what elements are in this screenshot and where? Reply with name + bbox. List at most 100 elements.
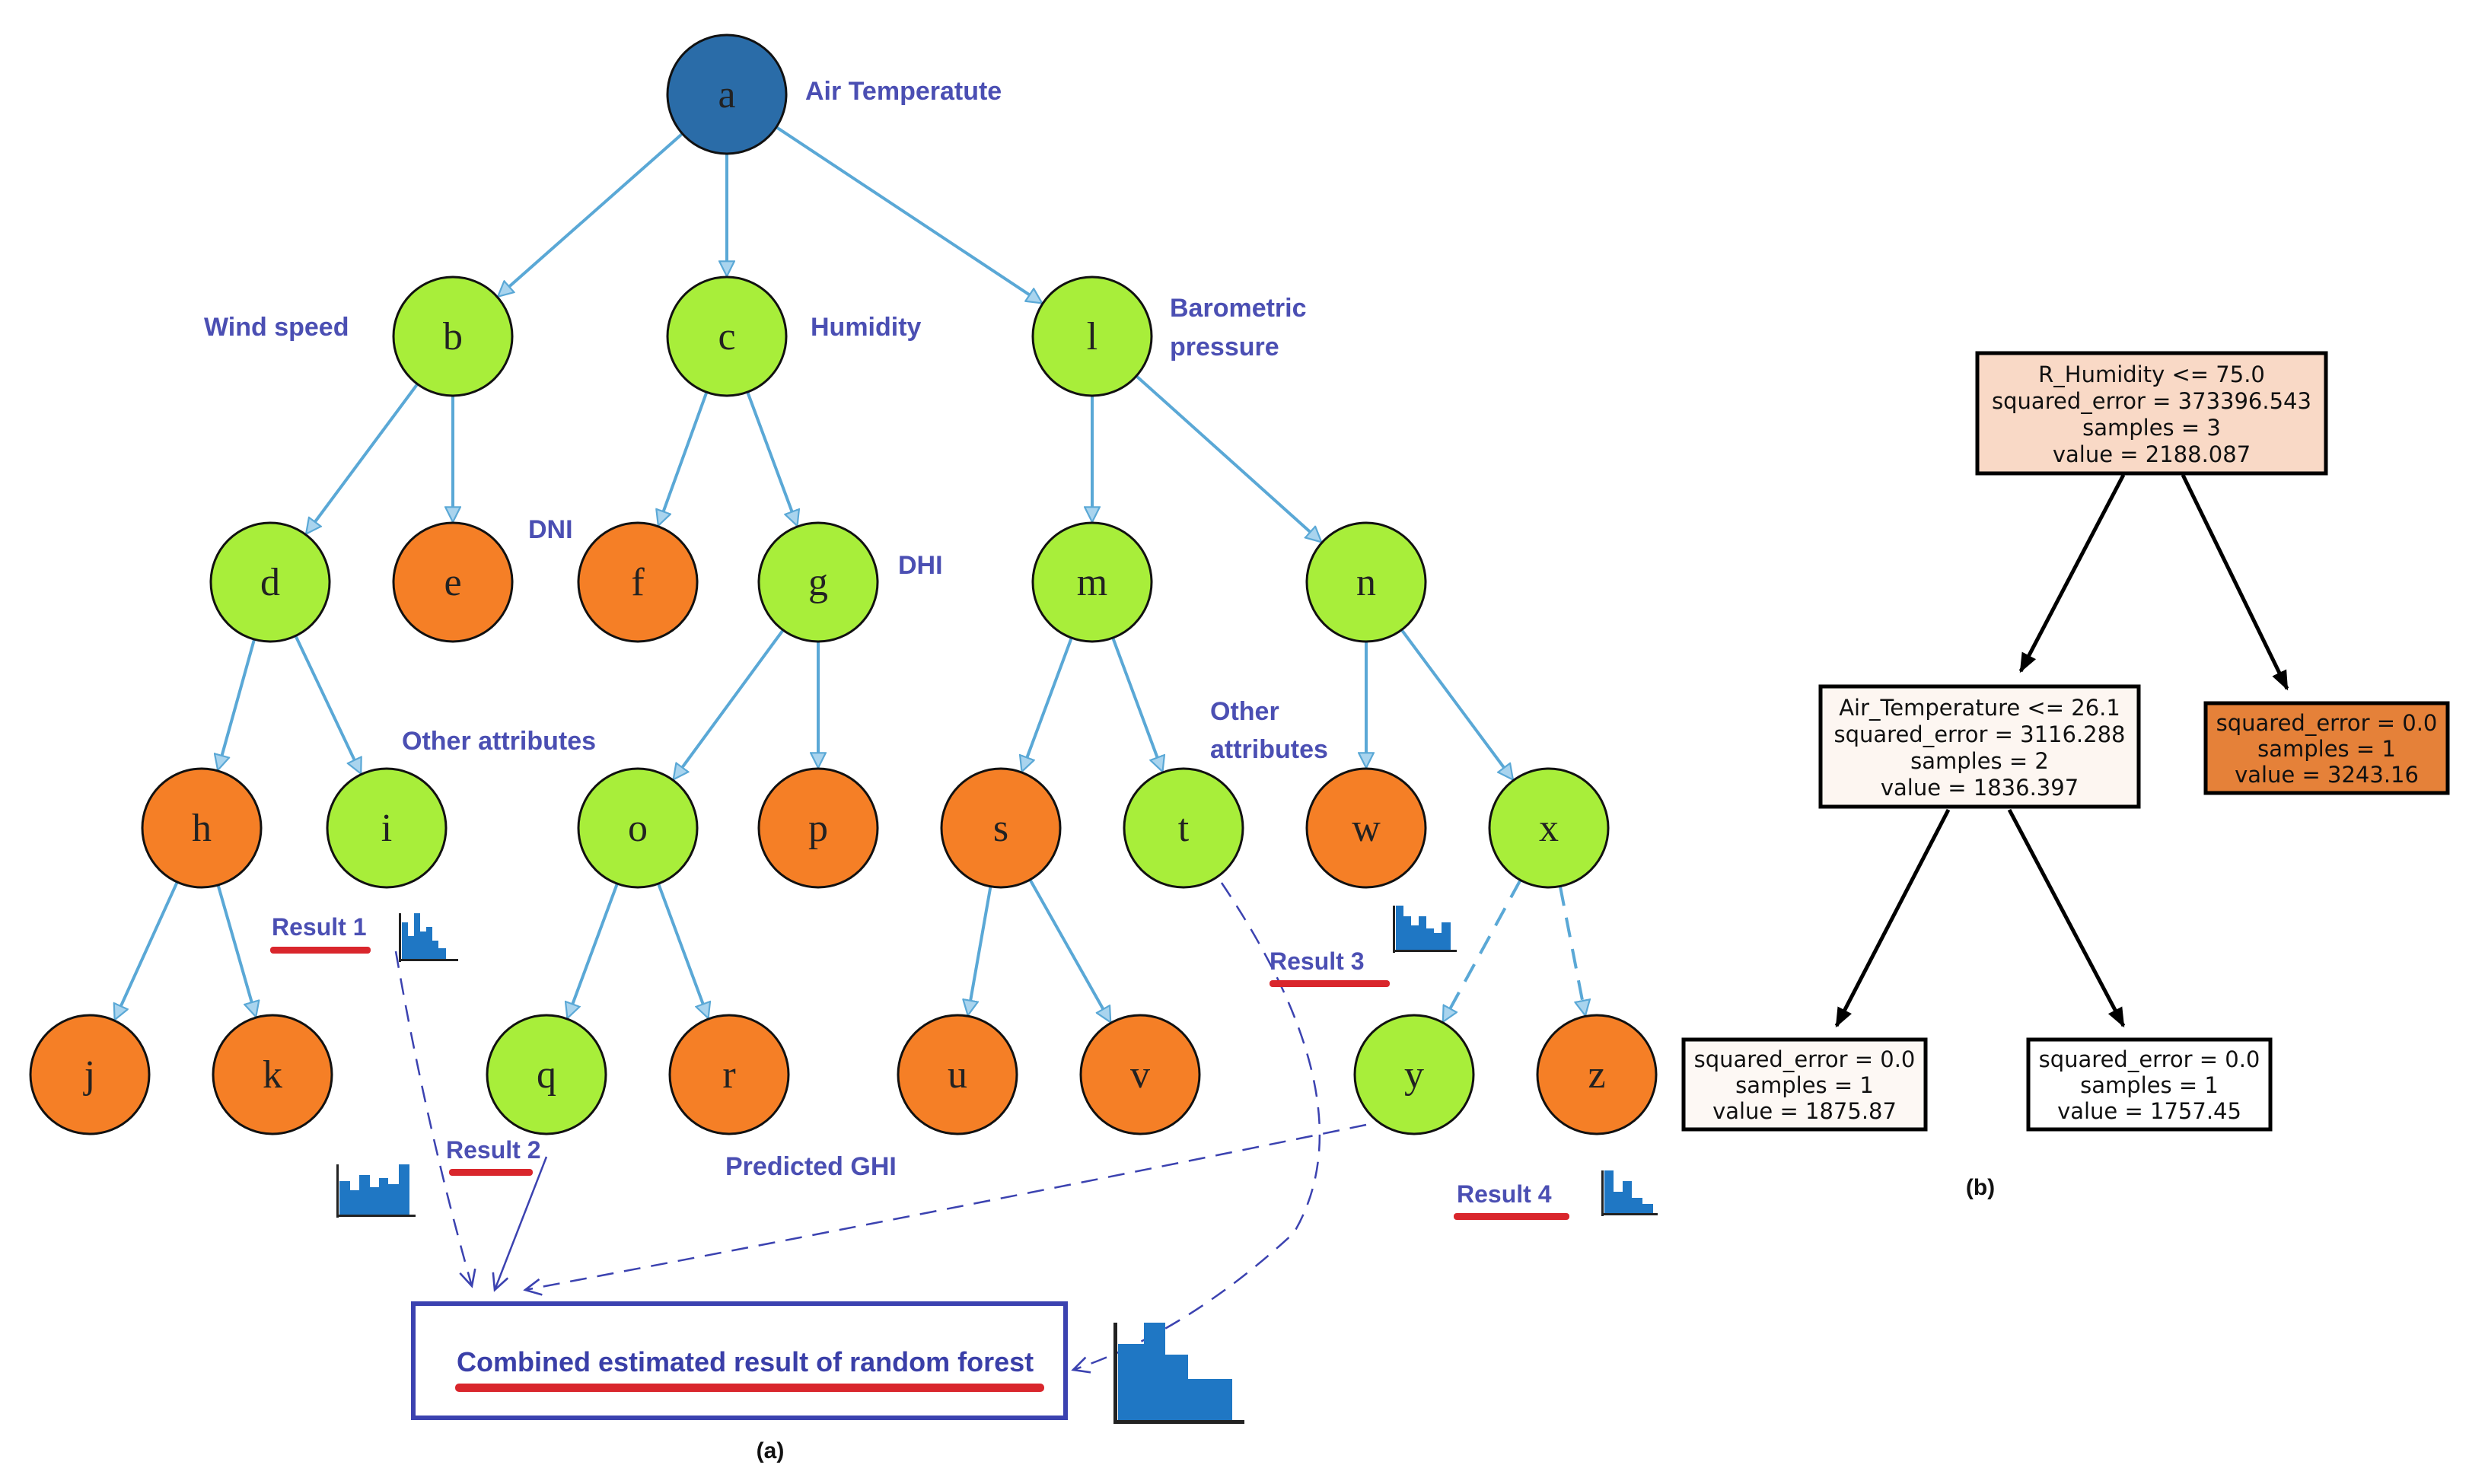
- tree-node-circle: [1079, 1014, 1201, 1135]
- dt-node-root-box: [1975, 351, 2328, 476]
- tree-node-circle: [1488, 767, 1610, 889]
- caption-b: (b): [1966, 1175, 1995, 1200]
- tree-node-l: l: [1031, 275, 1153, 397]
- tree-edge-s-v: [1028, 878, 1110, 1021]
- tree-node-letter: r: [722, 1053, 735, 1097]
- dt-right-line: samples = 1: [2257, 736, 2396, 762]
- combined-underline: [455, 1384, 1044, 1392]
- tree-edge-c-f: [658, 391, 709, 524]
- tree-edge-b-d: [307, 383, 419, 533]
- dt-edge-root-left: [2018, 473, 2126, 674]
- result4-underline: [1454, 1213, 1569, 1220]
- tree-node-t: t: [1123, 767, 1244, 889]
- tree-node-a: a: [666, 33, 788, 155]
- tree-node-letter: i: [381, 807, 392, 850]
- tree-edge-m-t: [1111, 637, 1162, 771]
- tree-node-circle: [666, 275, 788, 397]
- dt-node-right-box: [2203, 701, 2450, 795]
- tree-node-letter: c: [718, 315, 735, 358]
- tree-node-letter: s: [993, 807, 1008, 850]
- dt-edge-root-right: [2181, 473, 2289, 691]
- dt-node-left-left: squared_error = 0.0 samples = 1 value = …: [1681, 1037, 1928, 1132]
- label-pressure: pressure: [1170, 333, 1279, 361]
- label-predicted-ghi: Predicted GHI: [725, 1152, 897, 1181]
- tree-node-circle: [1305, 521, 1427, 643]
- dt-root-line: value = 2188.087: [2053, 441, 2251, 467]
- tree-node-letter: o: [628, 807, 648, 850]
- tree-node-v: v: [1079, 1014, 1201, 1135]
- tree-node-x: x: [1488, 767, 1610, 889]
- tree-node-letter: u: [948, 1053, 967, 1097]
- tree-node-letter: p: [808, 807, 828, 850]
- tree-node-k: k: [212, 1014, 333, 1135]
- tree-node-letter: t: [1178, 807, 1190, 850]
- dt-lr-line: samples = 1: [2080, 1072, 2219, 1098]
- label-dni: DNI: [528, 515, 573, 544]
- flow-result2: [495, 1156, 548, 1290]
- tree-node-circle: [668, 1014, 790, 1135]
- tree-node-circle: [1353, 1014, 1475, 1135]
- decision-tree-panel: R_Humidity <= 75.0 squared_error = 37339…: [1681, 351, 2450, 1200]
- tree-node-letter: k: [263, 1053, 282, 1097]
- tree-node-i: i: [326, 767, 448, 889]
- tree-edge-d-h: [218, 639, 256, 769]
- histogram-icon: [1113, 1323, 1244, 1424]
- dt-edges: [1834, 473, 2289, 1028]
- dt-left-line: value = 1836.397: [1881, 775, 2079, 801]
- dt-left-line: squared_error = 3116.288: [1833, 721, 2125, 747]
- dt-lr-line: squared_error = 0.0: [2039, 1046, 2260, 1072]
- tree-node-circle: [577, 521, 699, 643]
- tree-node-circle: [757, 521, 879, 643]
- tree-node-circle: [577, 767, 699, 889]
- tree-node-circle: [326, 767, 448, 889]
- tree-edge-x-z: [1558, 886, 1585, 1015]
- label-dhi: DHI: [898, 551, 943, 580]
- tree-node-c: c: [666, 275, 788, 397]
- tree-edge-o-r: [657, 883, 708, 1017]
- tree-node-circle: [1536, 1014, 1658, 1135]
- label-other-right-line1: Other: [1210, 697, 1279, 726]
- tree-node-letter: h: [192, 807, 212, 850]
- tree-node-letter: d: [260, 561, 280, 604]
- dt-edge-left-ll: [1834, 808, 1951, 1028]
- tree-edge-g-o: [674, 629, 785, 779]
- result3-label: Result 3: [1270, 947, 1364, 975]
- label-humidity: Humidity: [811, 313, 922, 342]
- tree-node-circle: [486, 1014, 607, 1135]
- flow-result4: [525, 1123, 1367, 1290]
- label-other-right-line2: attributes: [1210, 735, 1328, 764]
- histogram-icon: [336, 1164, 416, 1218]
- tree-node-circle: [897, 1014, 1018, 1135]
- tree-node-e: e: [392, 521, 514, 643]
- label-barometric: Barometric: [1170, 294, 1307, 323]
- tree-node-m: m: [1031, 521, 1153, 643]
- tree-edge-h-j: [115, 881, 179, 1019]
- tree-edge-d-i: [294, 635, 360, 772]
- caption-a: (a): [757, 1438, 785, 1463]
- histogram-icon: [1601, 1170, 1658, 1216]
- tree-node-g: g: [757, 521, 879, 643]
- dt-root-line: R_Humidity <= 75.0: [2038, 361, 2265, 387]
- result1-underline: [270, 947, 371, 954]
- tree-node-q: q: [486, 1014, 607, 1135]
- tree-node-circle: [757, 767, 879, 889]
- dt-ll-line: value = 1875.87: [1712, 1098, 1897, 1124]
- tree-node-circle: [1305, 767, 1427, 889]
- dt-node-left: Air_Temperature <= 26.1 squared_error = …: [1818, 684, 2141, 809]
- tree-node-circle: [1031, 521, 1153, 643]
- result2-underline: [449, 1169, 533, 1176]
- result1-label: Result 1: [272, 913, 366, 941]
- tree-node-n: n: [1305, 521, 1427, 643]
- tree-node-w: w: [1305, 767, 1427, 889]
- tree-node-letter: j: [83, 1053, 95, 1097]
- tree-node-letter: y: [1404, 1053, 1424, 1097]
- dt-root-line: squared_error = 373396.543: [1992, 388, 2311, 414]
- dt-left-line: Air_Temperature <= 26.1: [1839, 695, 2120, 721]
- tree-node-circle: [392, 275, 514, 397]
- tree-node-circle: [392, 521, 514, 643]
- tree-node-letter: x: [1539, 807, 1559, 850]
- tree-node-circle: [209, 521, 331, 643]
